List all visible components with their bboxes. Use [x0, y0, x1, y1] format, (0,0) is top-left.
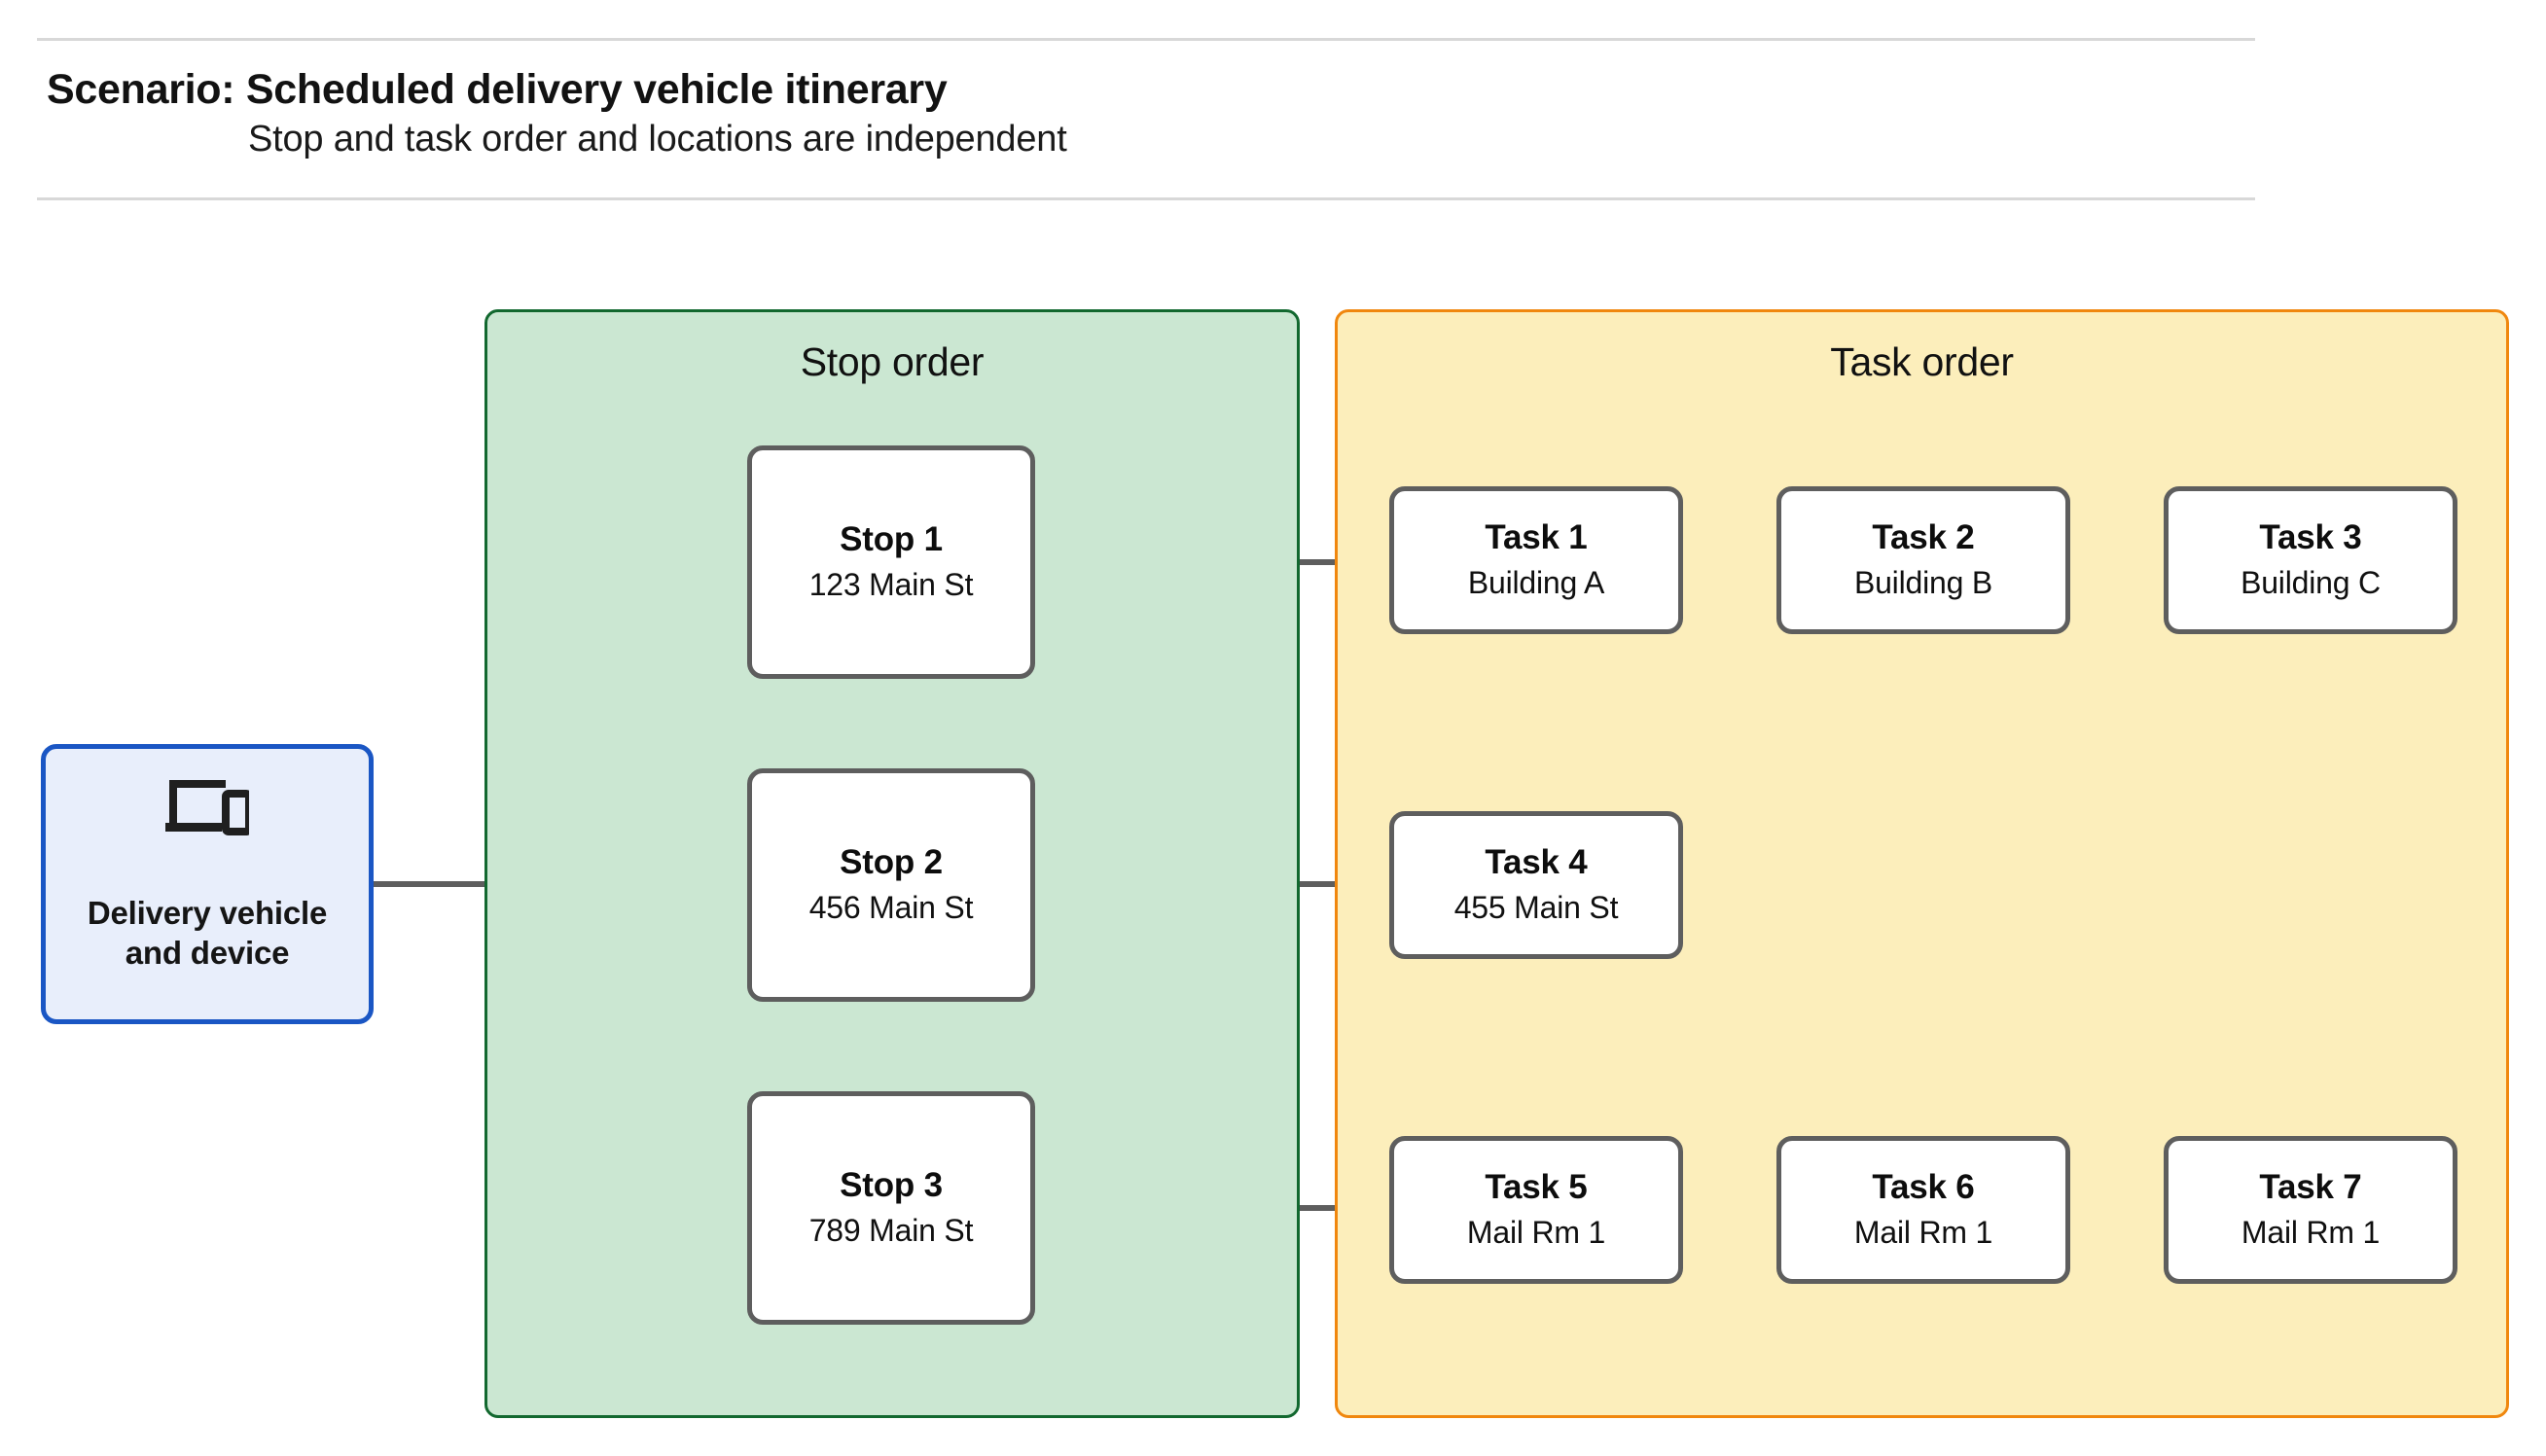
- task-card-3[interactable]: Task 3 Building C: [2164, 486, 2457, 634]
- stop-card-location: 123 Main St: [808, 567, 974, 603]
- stop-card-location: 789 Main St: [808, 1213, 974, 1249]
- page-title: Scenario: Scheduled delivery vehicle iti…: [47, 66, 948, 113]
- task-card-title: Task 6: [1872, 1167, 1975, 1206]
- task-card-5[interactable]: Task 5 Mail Rm 1: [1389, 1136, 1683, 1284]
- devices-laptop-phone-icon: [165, 779, 249, 835]
- stop-card-title: Stop 3: [840, 1165, 943, 1204]
- task-order-title: Task order: [1830, 339, 2014, 384]
- task-card-location: Mail Rm 1: [2241, 1215, 2381, 1251]
- stop-card-3[interactable]: Stop 3 789 Main St: [747, 1091, 1035, 1325]
- header-divider-top: [37, 38, 2255, 41]
- task-card-2[interactable]: Task 2 Building B: [1776, 486, 2070, 634]
- task-card-7[interactable]: Task 7 Mail Rm 1: [2164, 1136, 2457, 1284]
- page-subtitle: Stop and task order and locations are in…: [248, 119, 1067, 160]
- task-card-title: Task 4: [1485, 842, 1588, 881]
- task-card-location: Mail Rm 1: [1466, 1215, 1606, 1251]
- delivery-vehicle-and-device-node[interactable]: Delivery vehicle and device: [41, 744, 374, 1024]
- stop-card-1[interactable]: Stop 1 123 Main St: [747, 445, 1035, 679]
- stop-card-2[interactable]: Stop 2 456 Main St: [747, 768, 1035, 1002]
- stop-card-title: Stop 2: [840, 842, 943, 881]
- task-card-4[interactable]: Task 4 455 Main St: [1389, 811, 1683, 959]
- task-card-location: Mail Rm 1: [1853, 1215, 1993, 1251]
- stop-card-location: 456 Main St: [808, 890, 974, 926]
- header-divider-bottom: [37, 197, 2255, 200]
- task-card-location: Building C: [2241, 565, 2381, 601]
- task-card-title: Task 3: [2259, 517, 2362, 556]
- task-card-location: 455 Main St: [1453, 890, 1619, 926]
- stop-order-title: Stop order: [800, 339, 985, 384]
- device-node-label: Delivery vehicle and device: [87, 894, 328, 971]
- task-card-title: Task 1: [1485, 517, 1588, 556]
- task-card-location: Building A: [1467, 565, 1605, 601]
- task-card-1[interactable]: Task 1 Building A: [1389, 486, 1683, 634]
- task-card-title: Task 7: [2259, 1167, 2362, 1206]
- task-card-title: Task 2: [1872, 517, 1975, 556]
- task-card-location: Building B: [1853, 565, 1993, 601]
- stop-card-title: Stop 1: [840, 519, 943, 558]
- task-card-6[interactable]: Task 6 Mail Rm 1: [1776, 1136, 2070, 1284]
- task-card-title: Task 5: [1485, 1167, 1588, 1206]
